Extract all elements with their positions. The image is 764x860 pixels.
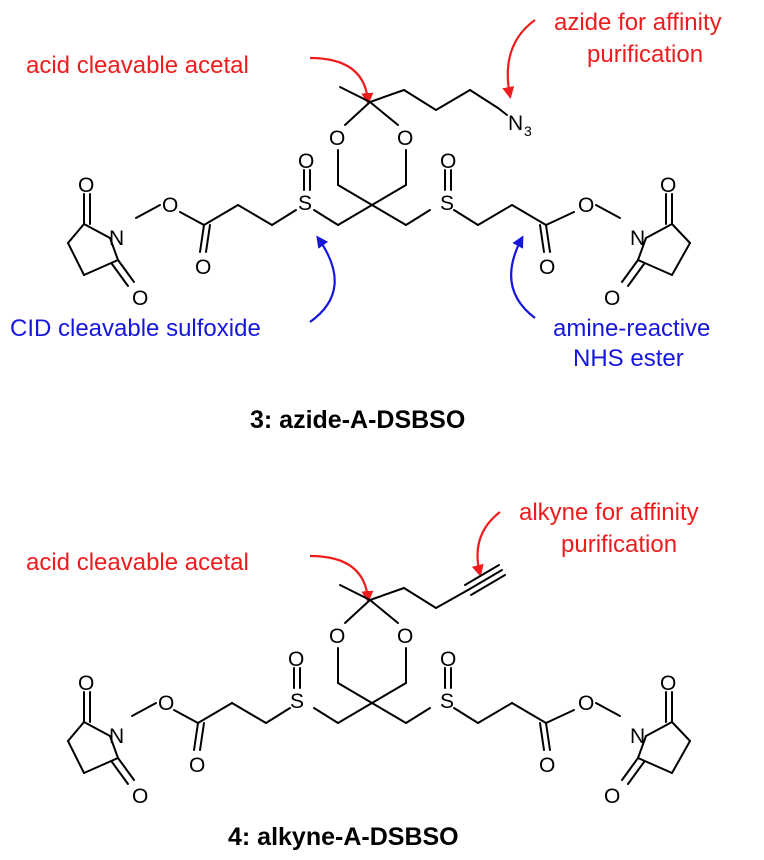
imide-nitrogen-left-4: N xyxy=(109,725,124,748)
compound-3-name: 3: azide-A-DSBSO xyxy=(250,406,465,434)
imide-oxygen-right-top: O xyxy=(660,174,676,197)
imide-oxygen-left-bottom: O xyxy=(132,287,148,310)
azide-nitrogen: N xyxy=(508,112,523,135)
sulfoxide-oxygen-left-4: O xyxy=(288,648,304,671)
ester-oxygen-left-4: O xyxy=(158,692,174,715)
structure-4: acid cleavable acetal alkyne for affinit… xyxy=(26,499,699,851)
imide-nitrogen-right: N xyxy=(630,227,645,250)
ester-oxygen-right: O xyxy=(578,194,594,217)
sulfur-left-4: S xyxy=(290,690,304,713)
imide-oxygen-right-bottom: O xyxy=(604,287,620,310)
ring-oxygen-left-4: O xyxy=(329,625,345,648)
azide-arrow xyxy=(502,19,536,99)
acid-arrow-4 xyxy=(309,554,374,603)
cid-arrow xyxy=(309,235,336,323)
bonds-3 xyxy=(67,86,691,287)
azide-subscript: 3 xyxy=(524,123,532,139)
alkyne-tag-label-line1: alkyne for affinity xyxy=(519,499,699,526)
cid-label: CID cleavable sulfoxide xyxy=(10,315,261,342)
alkyne-arrow xyxy=(471,511,501,577)
acid-label-4: acid cleavable acetal xyxy=(26,549,249,576)
ring-oxygen-left: O xyxy=(329,127,345,150)
alkyne-tag-label-line2: purification xyxy=(561,531,677,558)
sulfoxide-oxygen-right-4: O xyxy=(440,648,456,671)
acid-arrow-3 xyxy=(309,56,374,105)
ester-oxygen-right-4: O xyxy=(578,692,594,715)
carbonyl-oxygen-right-4: O xyxy=(539,754,555,777)
imide-oxygen-left-top: O xyxy=(78,174,94,197)
ring-oxygen-right-4: O xyxy=(397,625,413,648)
imide-oxygen-left-bottom-4: O xyxy=(132,785,148,808)
sulfoxide-oxygen-right: O xyxy=(440,150,456,173)
nhs-label-line2: NHS ester xyxy=(573,345,684,372)
ring-oxygen-right: O xyxy=(397,127,413,150)
imide-oxygen-right-top-4: O xyxy=(660,672,676,695)
compound-4-name: 4: alkyne-A-DSBSO xyxy=(228,823,459,851)
carbonyl-oxygen-right: O xyxy=(539,256,555,279)
imide-oxygen-left-top-4: O xyxy=(78,672,94,695)
acid-label-3: acid cleavable acetal xyxy=(26,52,249,79)
ester-oxygen-left: O xyxy=(162,194,178,217)
atoms-3: O O N 3 S O S O O O N O O O O N O O xyxy=(78,112,676,310)
atoms-4: O O S O S O O O N O O O O N O O xyxy=(78,625,676,808)
azide-tag-label-line1: azide for affinity xyxy=(554,9,722,36)
sulfoxide-oxygen-left: O xyxy=(298,150,314,173)
carbonyl-oxygen-left-4: O xyxy=(189,754,205,777)
imide-nitrogen-right-4: N xyxy=(630,725,645,748)
nhs-arrow xyxy=(510,235,536,319)
azide-tag-label-line2: purification xyxy=(587,41,703,68)
structure-3: acid cleavable acetal azide for affinity… xyxy=(10,9,722,434)
nhs-label-line1: amine-reactive xyxy=(553,315,710,342)
carbonyl-oxygen-left: O xyxy=(195,256,211,279)
bonds-4 xyxy=(67,564,691,785)
imide-oxygen-right-bottom-4: O xyxy=(604,785,620,808)
sulfur-right-4: S xyxy=(440,690,454,713)
imide-nitrogen-left: N xyxy=(109,227,124,250)
sulfur-right: S xyxy=(440,192,454,215)
sulfur-left: S xyxy=(298,192,312,215)
